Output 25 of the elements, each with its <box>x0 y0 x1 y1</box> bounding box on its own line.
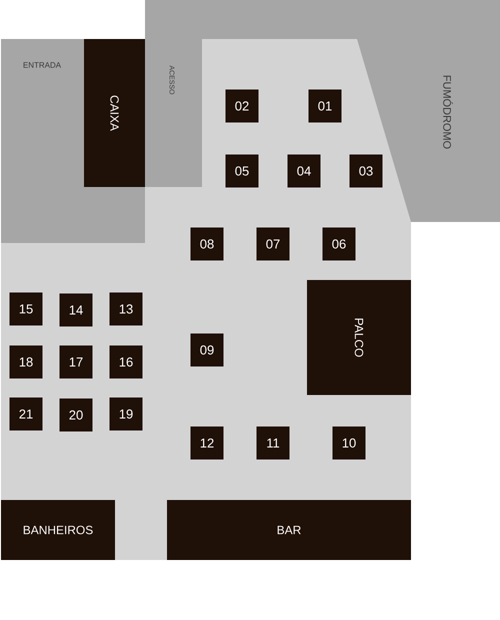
table: 09 <box>190 334 224 366</box>
table: 02 <box>226 90 258 122</box>
table: 04 <box>288 154 320 188</box>
table: 14 <box>60 294 92 326</box>
table: 06 <box>322 228 356 260</box>
table: 05 <box>226 154 258 188</box>
table: 18 <box>10 346 42 378</box>
table: 01 <box>308 90 342 122</box>
stage: PALCO <box>307 280 411 395</box>
table: 11 <box>256 426 290 460</box>
table: 20 <box>60 398 92 432</box>
cashier-counter: CAIXA <box>84 39 145 187</box>
table: 10 <box>332 426 366 460</box>
bar-counter: BAR <box>167 500 411 560</box>
table: 13 <box>110 292 142 326</box>
table: 07 <box>256 228 290 260</box>
table: 03 <box>350 154 382 188</box>
table: 19 <box>110 398 142 430</box>
table: 12 <box>190 426 224 460</box>
table: 08 <box>190 228 224 260</box>
table: 16 <box>110 346 142 378</box>
table: 15 <box>10 292 42 326</box>
table: 21 <box>10 398 42 430</box>
restroom-block: BANHEIROS <box>1 500 115 560</box>
table: 17 <box>60 346 92 378</box>
